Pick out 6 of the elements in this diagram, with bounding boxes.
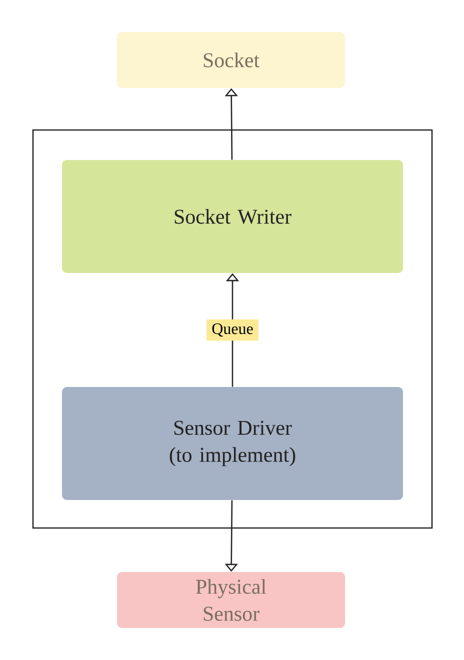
edge-label: Queue: [206, 319, 258, 341]
process-box: Sensor Driver (to implement): [62, 387, 403, 500]
endpoint-box: Physical Sensor: [117, 572, 345, 628]
process-box: Socket Writer: [62, 160, 403, 273]
frame-box: [32, 129, 433, 529]
endpoint-box: Socket: [117, 32, 345, 88]
